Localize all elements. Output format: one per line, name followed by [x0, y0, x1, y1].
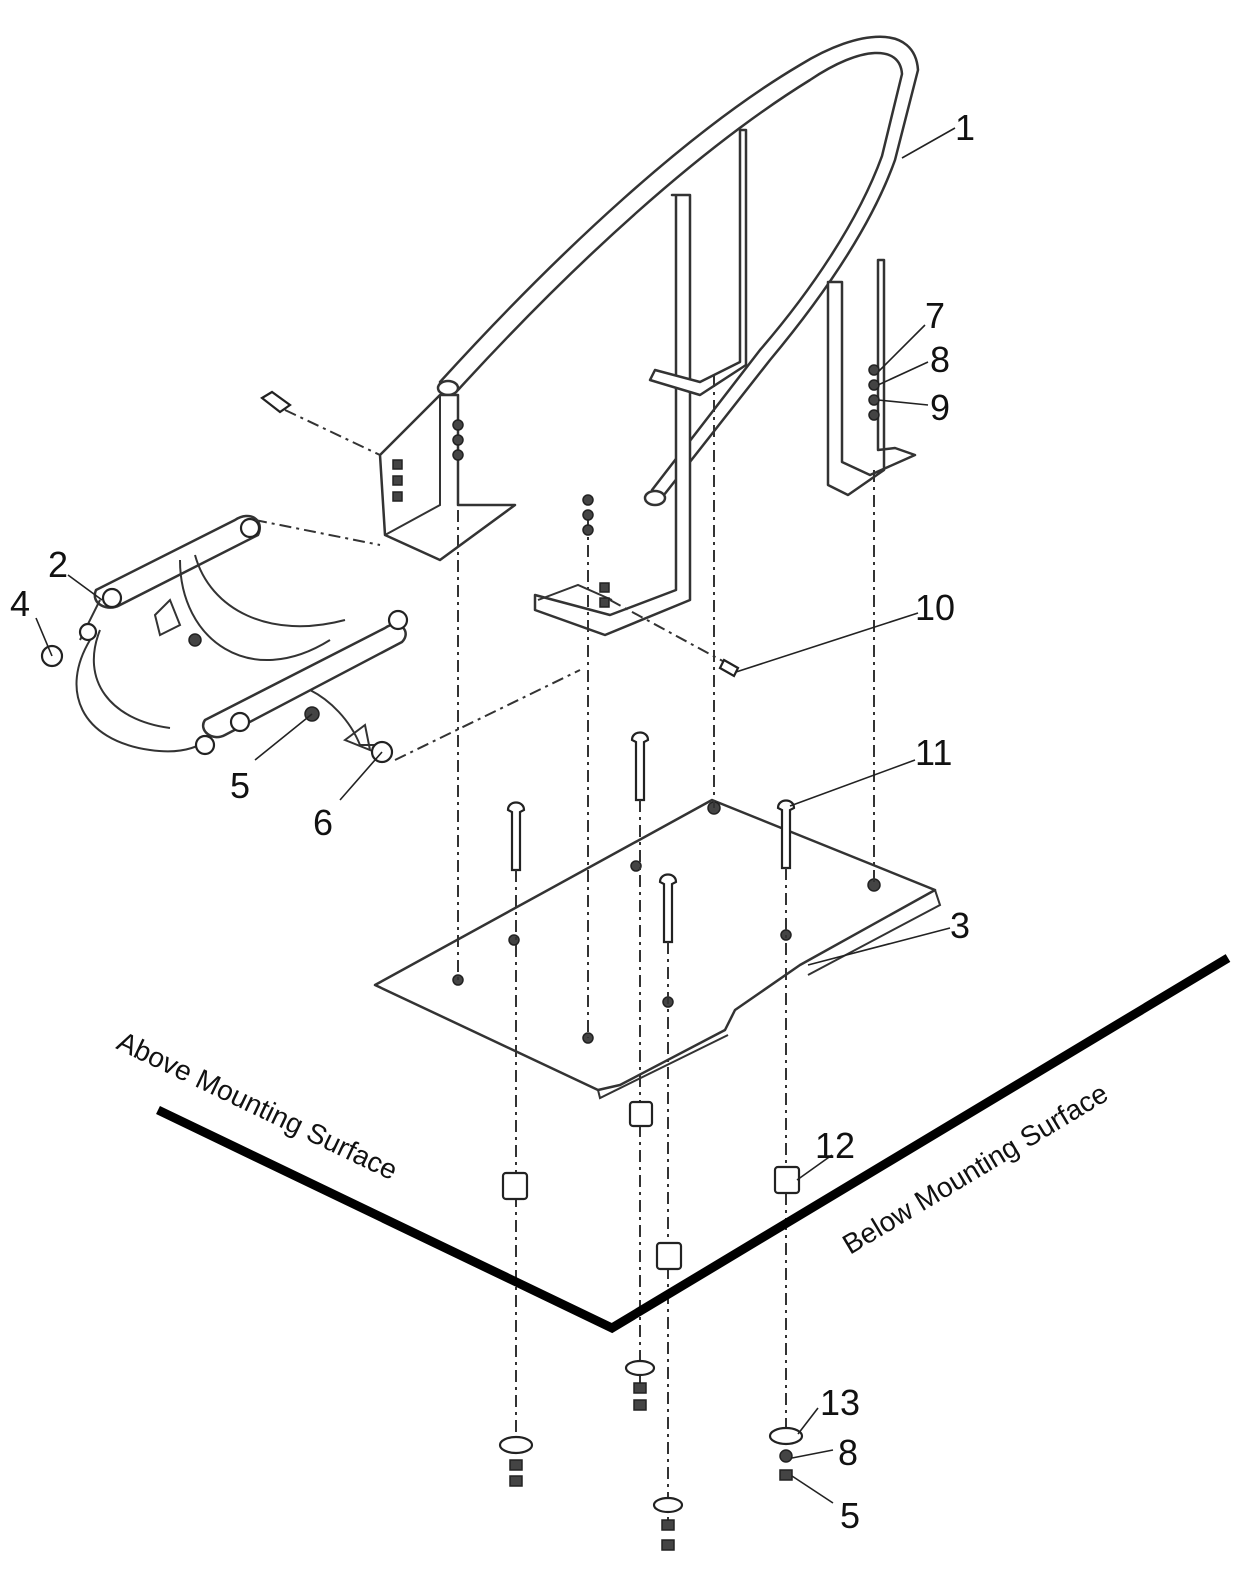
- callout-13: 13: [820, 1382, 860, 1423]
- callout-4: 4: [10, 583, 30, 624]
- callout-3: 3: [950, 905, 970, 946]
- callout-1: 1: [955, 107, 975, 148]
- callout-11: 11: [915, 732, 952, 773]
- mounting-surface-line: [156, 954, 1231, 1334]
- leader-lines: [35, 127, 956, 1504]
- callout-labels: 1 2 4 5 6 7 8 9 10 11 3 12 13 8 5: [10, 107, 975, 1536]
- callout-7: 7: [925, 295, 945, 336]
- alignment-lines: [254, 375, 875, 1520]
- callout-2: 2: [48, 544, 68, 585]
- guard-frame: [378, 35, 920, 637]
- fasteners-lower: [498, 1359, 804, 1551]
- callout-9: 9: [930, 387, 950, 428]
- callout-5-lower: 5: [840, 1495, 860, 1536]
- callout-5-upper: 5: [230, 765, 250, 806]
- fasteners-upper: [260, 364, 880, 678]
- callout-10: 10: [915, 587, 955, 628]
- callout-6: 6: [313, 802, 333, 843]
- callout-8-upper: 8: [930, 339, 950, 380]
- cradle-assembly: [40, 514, 409, 764]
- spacers: [501, 1100, 801, 1271]
- base-plate: [373, 798, 942, 1100]
- callout-12: 12: [815, 1125, 855, 1166]
- callout-8-lower: 8: [838, 1432, 858, 1473]
